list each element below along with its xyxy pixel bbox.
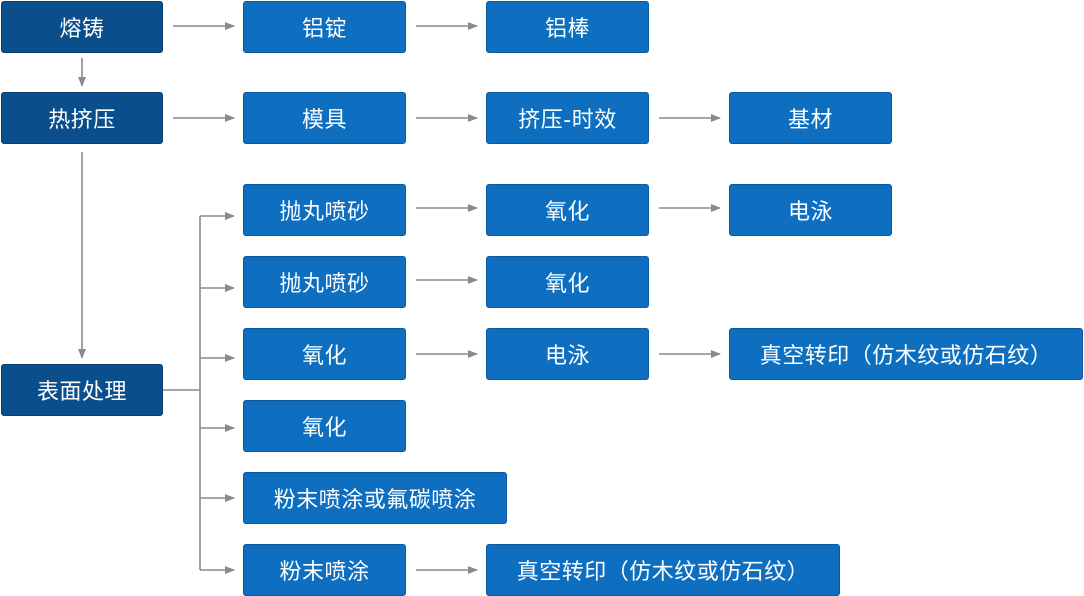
node-r3-electrophoresis: 电泳 xyxy=(486,328,649,380)
node-mold: 模具 xyxy=(243,92,406,144)
node-r6-vacuum-print: 真空转印（仿木纹或仿石纹） xyxy=(486,544,840,596)
node-r5-powder-fluoro: 粉末喷涂或氟碳喷涂 xyxy=(243,472,507,524)
node-rod: 铝棒 xyxy=(486,1,649,53)
node-hot-extrusion: 热挤压 xyxy=(1,92,163,144)
node-r3-vacuum-print: 真空转印（仿木纹或仿石纹） xyxy=(729,328,1083,380)
node-r1-electrophoresis: 电泳 xyxy=(729,184,892,236)
node-r2-blast: 抛丸喷砂 xyxy=(243,256,406,308)
node-casting: 熔铸 xyxy=(1,1,163,53)
node-r4-oxidation: 氧化 xyxy=(243,400,406,452)
node-ingot: 铝锭 xyxy=(243,1,406,53)
node-r1-oxidation: 氧化 xyxy=(486,184,649,236)
node-surface-treatment: 表面处理 xyxy=(1,364,163,416)
node-r2-oxidation: 氧化 xyxy=(486,256,649,308)
node-r6-powder: 粉末喷涂 xyxy=(243,544,406,596)
node-r3-oxidation: 氧化 xyxy=(243,328,406,380)
node-extrusion-aging: 挤压-时效 xyxy=(486,92,649,144)
node-substrate: 基材 xyxy=(729,92,892,144)
node-r1-blast: 抛丸喷砂 xyxy=(243,184,406,236)
